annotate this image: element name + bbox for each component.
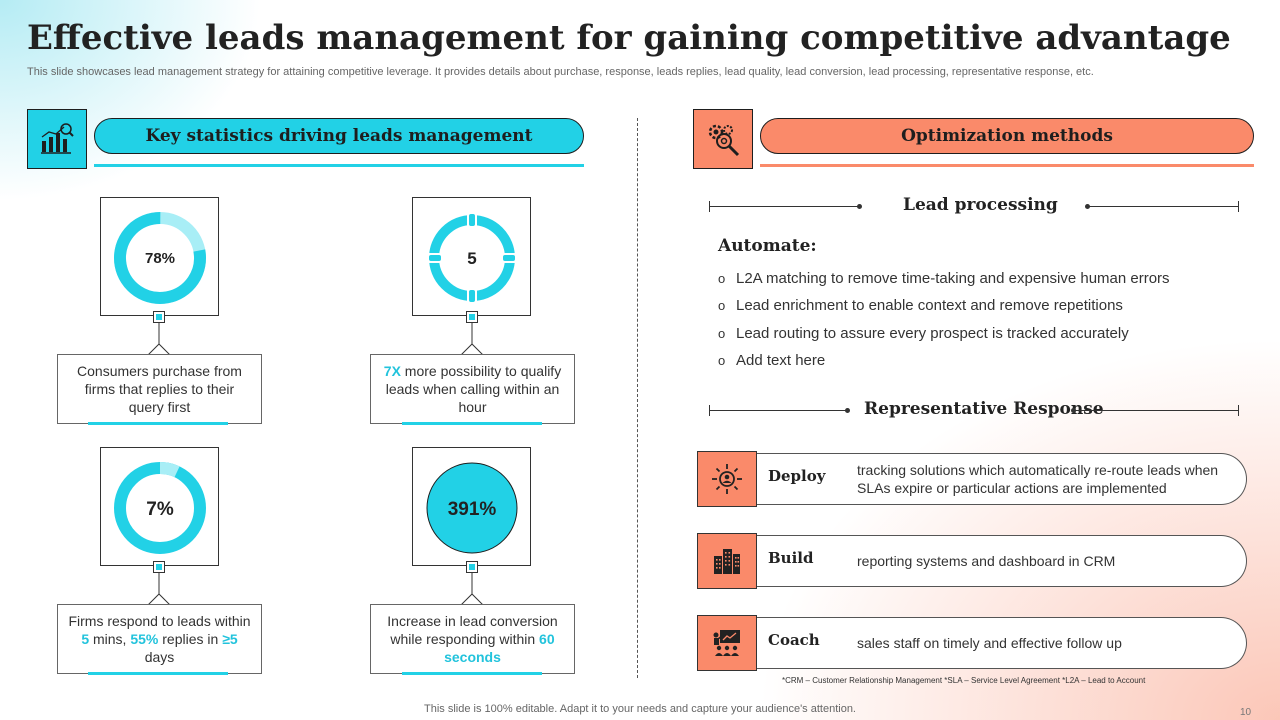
- coach-label: Coach: [768, 631, 820, 649]
- section-dot: [845, 408, 850, 413]
- connector-arrow: [110, 322, 210, 356]
- column-divider: [637, 118, 638, 678]
- highlight-7x: 7X: [383, 363, 401, 379]
- response-row-build: Build reporting systems and dashboard in…: [697, 533, 1249, 589]
- callout-text: more possibility to qualify leads when c…: [385, 363, 562, 415]
- callout-underline: [88, 422, 228, 425]
- section-line: [1073, 410, 1238, 411]
- abbreviation-footnote: *CRM – Customer Relationship Management …: [782, 676, 1146, 685]
- user-target-icon: [697, 451, 757, 507]
- page-subtitle: This slide showcases lead management str…: [27, 66, 1094, 78]
- callout-text: Consumers purchase from firms that repli…: [77, 363, 242, 415]
- callout-underline: [402, 672, 542, 675]
- response-row-coach: Coach sales staff on timely and effectiv…: [697, 615, 1249, 671]
- page-number: 10: [1240, 707, 1252, 718]
- stat-value: 5: [467, 249, 476, 268]
- stat-callout: 7X more possibility to qualify leads whe…: [370, 354, 575, 424]
- section-line: [1087, 206, 1238, 207]
- automate-heading: Automate:: [718, 236, 817, 256]
- gear-search-icon: [693, 109, 753, 169]
- coach-description: sales staff on timely and effective foll…: [857, 635, 1122, 651]
- callout-underline: [402, 422, 542, 425]
- response-row-deploy: Deploy tracking solutions which automati…: [697, 451, 1249, 507]
- section-dot: [857, 204, 862, 209]
- stat-card-78: 78%: [100, 197, 219, 316]
- stat-card-7: 7%: [100, 447, 219, 566]
- key-statistics-header: Key statistics driving leads management: [94, 118, 584, 154]
- build-label: Build: [768, 549, 814, 567]
- callout-underline: [88, 672, 228, 675]
- section-line: [709, 206, 859, 207]
- stat-callout: Increase in lead conversion while respon…: [370, 604, 575, 674]
- stat-value: 7%: [146, 499, 174, 520]
- connector-arrow: [423, 572, 523, 606]
- stat-value: 78%: [145, 250, 175, 267]
- representative-response-label: Representative Response: [864, 399, 1104, 419]
- connector-arrow: [423, 322, 523, 356]
- section-tick: [1238, 405, 1239, 416]
- section-tick: [1238, 201, 1239, 212]
- analytics-icon: [27, 109, 87, 169]
- deploy-label: Deploy: [768, 467, 826, 485]
- progress-ring-7: [114, 462, 206, 554]
- right-header-underline: [760, 164, 1254, 167]
- connector-square: [466, 311, 478, 323]
- buildings-icon: [697, 533, 757, 589]
- section-line: [709, 410, 847, 411]
- optimization-methods-header: Optimization methods: [760, 118, 1254, 154]
- page-title: Effective leads management for gaining c…: [27, 18, 1231, 58]
- stat-callout: Firms respond to leads within 5 mins, 55…: [57, 604, 262, 674]
- stat-callout: Consumers purchase from firms that repli…: [57, 354, 262, 424]
- presentation-icon: [697, 615, 757, 671]
- footer-note: This slide is 100% editable. Adapt it to…: [424, 703, 856, 715]
- stat-card-391: 391%: [412, 447, 531, 566]
- deploy-description: tracking solutions which automatically r…: [857, 462, 1219, 496]
- stat-value: 391%: [448, 499, 497, 520]
- stat-card-5: 5: [412, 197, 531, 316]
- left-header-underline: [94, 164, 584, 167]
- build-description: reporting systems and dashboard in CRM: [857, 553, 1116, 569]
- lead-processing-label: Lead processing: [903, 195, 1058, 215]
- connector-arrow: [110, 572, 210, 606]
